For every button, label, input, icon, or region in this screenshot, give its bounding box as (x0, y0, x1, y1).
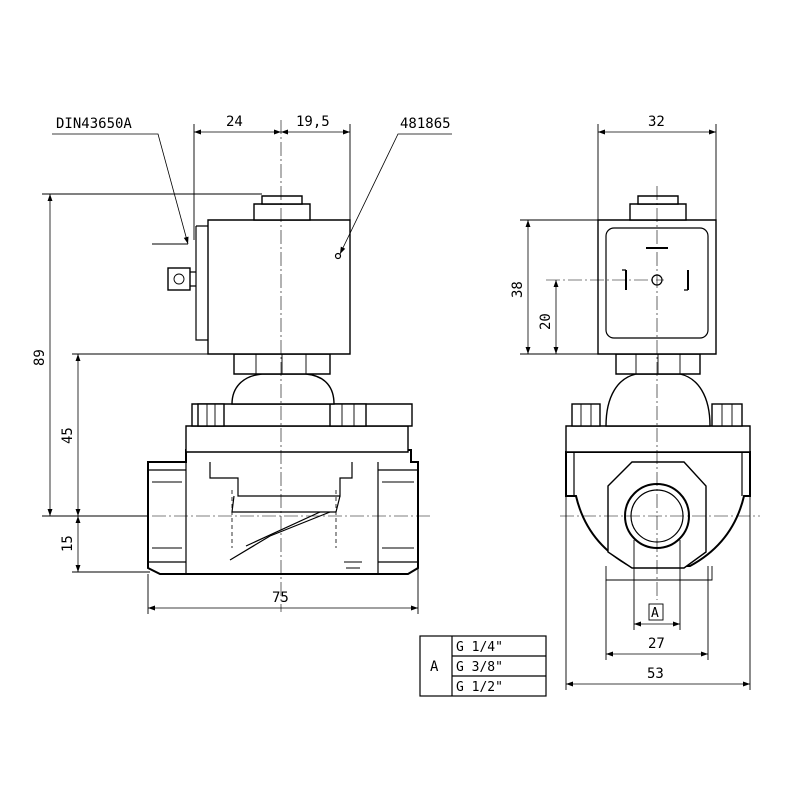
port-table-row-2: G 3/8" (456, 660, 503, 675)
side-view: 32 38 20 A 27 53 (510, 114, 760, 690)
valve-body-front (147, 449, 419, 575)
dim-coil-width-side: 32 (648, 114, 665, 130)
dim-overall-height: 89 (32, 349, 48, 366)
dim-body-height-upper: 45 (60, 427, 76, 444)
connector-norm-label: DIN43650A (56, 116, 132, 132)
valve-cover-side (565, 353, 751, 453)
coil-code-label: 481865 (400, 116, 451, 132)
dim-body-width-side: 53 (647, 666, 664, 682)
port-table-row-3: G 1/2" (456, 680, 503, 695)
dim-body-length: 75 (272, 590, 289, 606)
port-table-key: A (430, 659, 439, 675)
dim-coil-right: 19,5 (296, 114, 330, 130)
port-a-label: A (651, 606, 659, 621)
valve-cover-front (185, 353, 413, 453)
dim-port-width: 27 (648, 636, 665, 652)
dim-connector-height: 20 (538, 313, 554, 330)
port-size-table: A G 1/4" G 3/8" G 1/2" (419, 635, 547, 697)
dim-body-height-lower: 15 (60, 535, 76, 552)
coil-front (152, 195, 351, 355)
front-view: DIN43650A 481865 24 19,5 89 45 15 75 (32, 114, 452, 614)
dim-coil-height: 38 (510, 281, 526, 298)
dim-coil-left: 24 (226, 114, 243, 130)
port-table-row-1: G 1/4" (456, 640, 503, 655)
